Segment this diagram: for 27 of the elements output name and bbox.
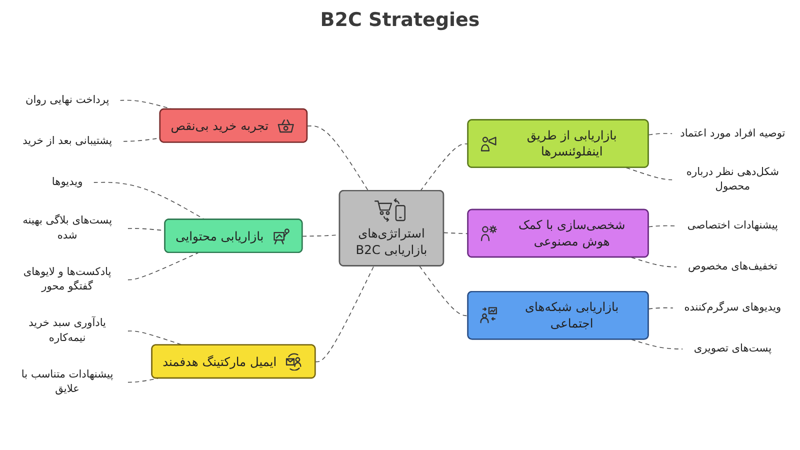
connector [626, 166, 674, 180]
connector [648, 224, 678, 227]
connector [315, 265, 374, 362]
node-text: شکل‌دهی نظر درباره محصول [686, 165, 779, 192]
connector [127, 252, 198, 280]
connector [631, 338, 684, 349]
node-text: پرداخت نهایی روان [25, 94, 110, 106]
node-text: یادآوری سبد خرید نیمه‌کاره [28, 316, 106, 344]
connector [127, 378, 158, 382]
connector [648, 132, 674, 135]
node-text: تخفیف‌های مخصوص [688, 260, 778, 272]
node-text: پیشنهادات اختصاصی [687, 219, 778, 232]
connector [420, 142, 469, 191]
node-text: ویدیوها [52, 176, 83, 188]
node-text: پست‌های تصویری [694, 342, 772, 355]
node-text: پشتیبانی بعد از خرید [22, 134, 112, 147]
connector [631, 256, 678, 267]
connector [648, 306, 674, 309]
node-text: ویدیوهای سرگرم‌کننده [684, 301, 782, 314]
connector [443, 232, 469, 234]
connector [419, 265, 469, 316]
node-text: پادکست‌ها و لایوهای گفتگو محور [23, 265, 112, 292]
node-text: پیشنهادات متناسب با علایق [21, 368, 114, 394]
title: B2C Strategies [320, 8, 480, 32]
connector [306, 125, 369, 191]
node-text: توصیه افراد مورد اعتماد [680, 126, 786, 140]
node-text: پست‌های بلاگی بهینه شده [22, 214, 112, 241]
